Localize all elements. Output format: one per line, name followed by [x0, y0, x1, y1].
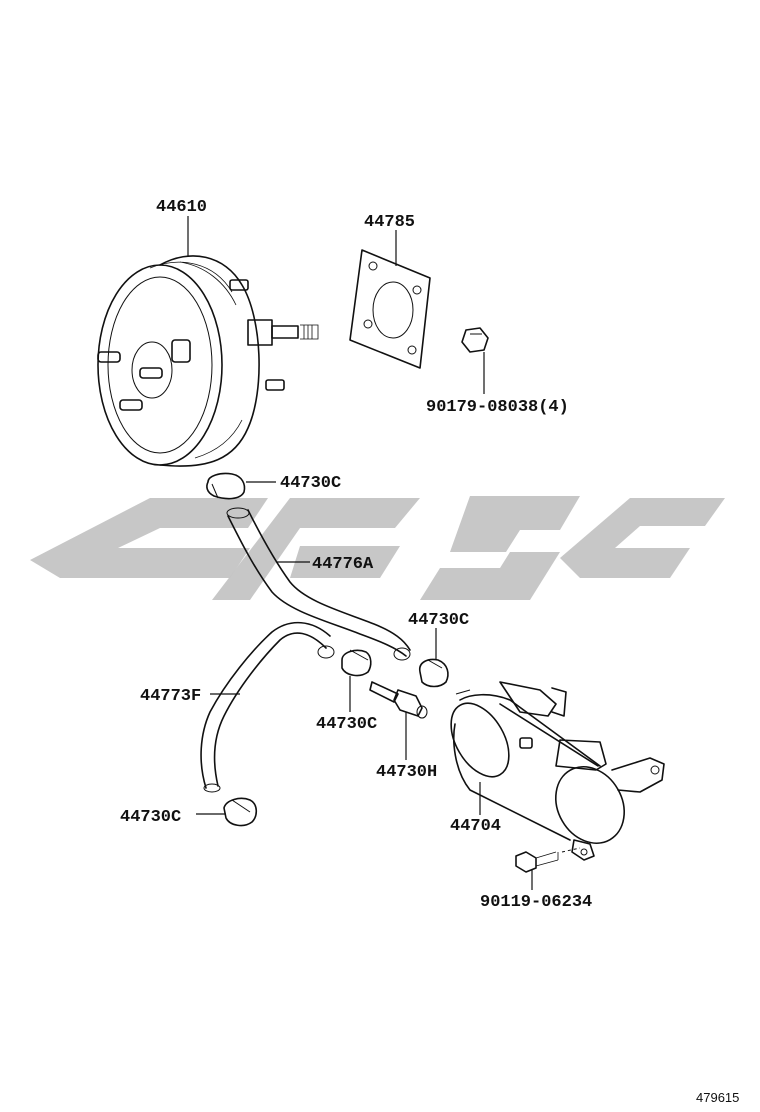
watermark-logo: [30, 496, 725, 600]
label-clamp-top: 44730C: [280, 474, 341, 493]
leader-lines: [187, 216, 533, 890]
bolt: [515, 847, 581, 873]
label-tank: 44704: [450, 817, 501, 836]
gasket: [349, 249, 431, 369]
label-check-valve: 44730H: [376, 763, 437, 782]
label-hose-f: 44773F: [140, 687, 201, 706]
label-clamp-mid: 44730C: [316, 715, 377, 734]
label-gasket: 44785: [364, 213, 415, 232]
clamp-bottom: [223, 797, 258, 827]
hose-f: [200, 621, 335, 793]
hose-a: [226, 507, 411, 661]
clamp-mid: [341, 649, 372, 677]
label-hose-a: 44776A: [312, 555, 374, 574]
clamp-top: [206, 472, 246, 500]
reference-number: 479615: [696, 1090, 739, 1105]
label-booster: 44610: [156, 198, 207, 217]
label-bolt: 90119-06234: [480, 893, 592, 912]
label-clamp-mid-right: 44730C: [408, 611, 469, 630]
check-valve: [369, 681, 428, 719]
nut: [461, 327, 489, 353]
label-nut: 90179-08038(4): [426, 398, 569, 417]
clamp-mid-right: [418, 658, 449, 688]
label-clamp-bottom: 44730C: [120, 808, 181, 827]
brake-booster: [97, 255, 319, 467]
vacuum-tank: [450, 681, 665, 861]
